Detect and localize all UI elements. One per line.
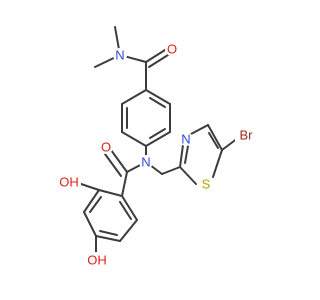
ring2-bond-d: [95, 235, 121, 242]
atom-n-thiazole: N: [181, 132, 190, 147]
bonds: [77, 26, 239, 256]
ring1-double-1: [149, 97, 166, 108]
thiazole-c4-c5-double: [208, 132, 219, 149]
atom-n-amide: N: [115, 48, 124, 63]
atom-o-carbonyl: O: [101, 140, 111, 155]
thiazole-c2-n-double: [184, 145, 189, 164]
ring2-bond-e: [119, 219, 138, 242]
thiazole-c4-c5: [207, 124, 223, 151]
atom-n-central: N: [141, 155, 150, 170]
bond-ch2-thiazole: [161, 166, 181, 175]
ring2-double-1: [89, 196, 102, 213]
thiazole-n-c4: [190, 124, 209, 135]
ring2-bond-f: [121, 195, 138, 221]
ring1-double-2: [149, 128, 166, 139]
ring1-bond-f: [121, 89, 147, 105]
atom-o-amide: O: [167, 42, 177, 57]
ring2-bond-c: [83, 211, 97, 237]
ring1-bond-d: [121, 131, 147, 147]
ring2-bond-b: [83, 189, 100, 213]
bond-carbonyl-o: [110, 149, 128, 173]
atom-s-thiazole: S: [202, 177, 211, 192]
bond-carbonyl-o-double: [104, 153, 122, 177]
ring1-bond-a: [145, 89, 171, 105]
ring2-double-3: [119, 201, 132, 220]
thiazole-s-c2: [179, 166, 197, 185]
bond-amide-co-double: [148, 54, 169, 68]
thiazole-c2-n: [179, 144, 184, 168]
atom-br: Br: [240, 128, 254, 143]
thiazole-c5-s: [212, 149, 223, 178]
ring2-double-2: [99, 230, 118, 236]
atom-oh-lower: OH: [87, 253, 107, 268]
ring1-bond-c: [145, 131, 171, 147]
atom-labels: N O N O N S Br OH OH: [55, 42, 257, 268]
molecule-structure: N O N O N S Br OH OH: [55, 26, 257, 268]
bond-carbonyl-ring: [121, 171, 128, 197]
bond-ring2-oh-upper: [77, 182, 100, 191]
atom-oh-upper: OH: [59, 175, 79, 190]
ring2-bond-a: [98, 189, 123, 197]
bond-amide-co: [145, 49, 166, 63]
